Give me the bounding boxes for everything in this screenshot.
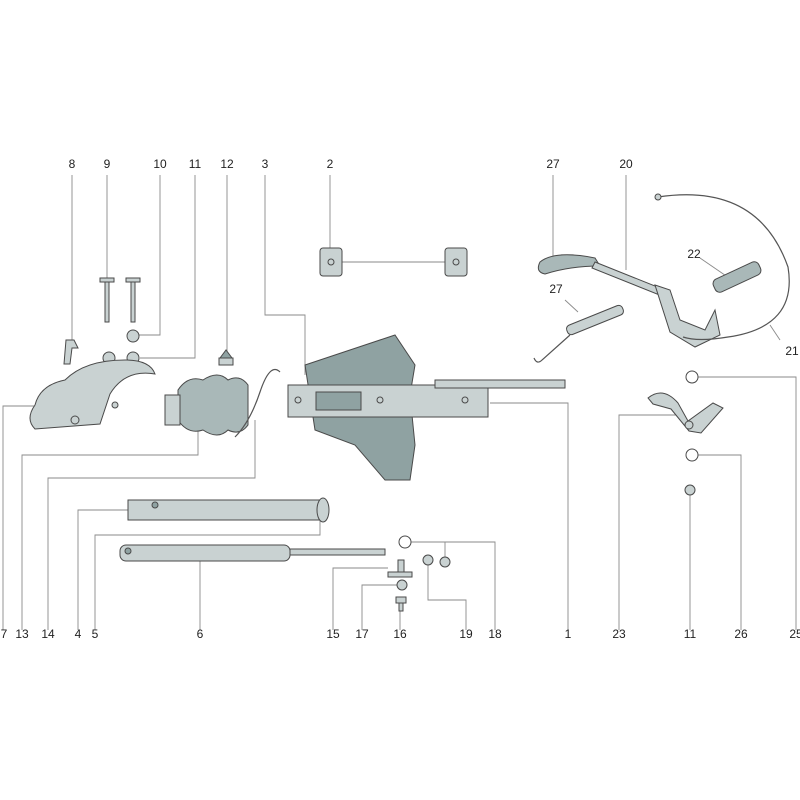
label-2: 2 xyxy=(327,157,334,171)
part-23-catch xyxy=(647,392,724,434)
label-18: 18 xyxy=(488,627,502,641)
label-21: 21 xyxy=(785,344,799,358)
part-27-hand-lever xyxy=(537,254,666,297)
part-20-lever-mechanism xyxy=(654,284,721,348)
part-25-ring xyxy=(685,370,699,384)
label-5: 5 xyxy=(92,627,99,641)
part-10-nut xyxy=(126,329,140,343)
part-12-cap xyxy=(218,349,234,366)
leader-lines xyxy=(2,175,797,630)
label-26: 26 xyxy=(734,627,748,641)
part-22-spring-cylinder xyxy=(712,261,762,293)
part-2-bushings xyxy=(319,247,468,277)
label-23: 23 xyxy=(612,627,626,641)
label-27-mid: 27 xyxy=(549,282,563,296)
part-14-cable-tie xyxy=(234,368,281,438)
label-15: 15 xyxy=(326,627,340,641)
part-labels: 8 9 10 11 12 3 2 27 20 22 21 27 7 13 14 … xyxy=(1,157,800,641)
part-18-washer xyxy=(398,535,412,549)
label-11-top: 11 xyxy=(189,157,202,171)
part-17-nut xyxy=(396,579,408,591)
label-16: 16 xyxy=(393,627,407,641)
part-19-nuts xyxy=(422,554,451,568)
part-15-bracket xyxy=(387,559,413,578)
part-26-ring xyxy=(685,448,699,462)
label-3: 3 xyxy=(262,157,269,171)
label-25: 25 xyxy=(789,627,800,641)
part-8-clip xyxy=(63,339,79,365)
part-3-drawbar-housing xyxy=(287,334,566,481)
label-19: 19 xyxy=(459,627,473,641)
part-11-nut-right xyxy=(684,484,696,496)
label-14: 14 xyxy=(41,627,55,641)
part-16-bolt xyxy=(395,596,407,612)
label-6: 6 xyxy=(197,627,204,641)
label-17: 17 xyxy=(355,627,369,641)
label-1: 1 xyxy=(565,627,572,641)
label-9: 9 xyxy=(104,157,111,171)
part-4-tube xyxy=(127,497,330,523)
label-4: 4 xyxy=(75,627,82,641)
part-9-bolts xyxy=(99,277,141,323)
label-27-top: 27 xyxy=(546,157,560,171)
label-12: 12 xyxy=(220,157,234,171)
part-27-ratchet-rod xyxy=(533,304,624,363)
part-6-shock-absorber xyxy=(119,544,386,562)
label-20: 20 xyxy=(619,157,633,171)
label-8: 8 xyxy=(69,157,76,171)
label-13: 13 xyxy=(15,627,29,641)
label-7: 7 xyxy=(1,627,8,641)
part-7-coupling-head xyxy=(29,359,156,430)
part-21-cable xyxy=(654,193,790,341)
label-10: 10 xyxy=(153,157,167,171)
label-22: 22 xyxy=(687,247,701,261)
part-13-bellows xyxy=(164,374,249,436)
label-11-bottom: 11 xyxy=(684,627,697,641)
